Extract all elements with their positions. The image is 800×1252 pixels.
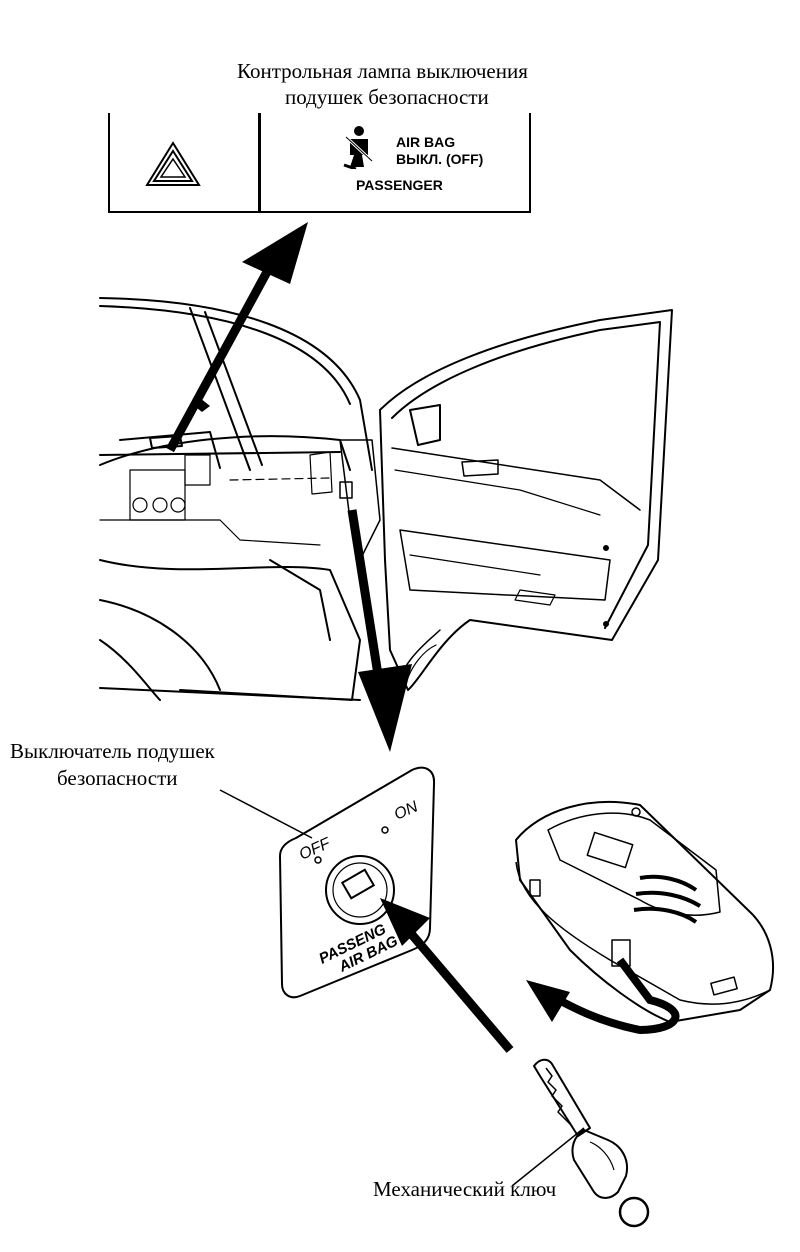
arrow-to-indicator bbox=[166, 222, 308, 453]
switch-caption-line1: Выключатель подушек bbox=[10, 739, 215, 763]
switch-on-label: ON bbox=[392, 798, 421, 823]
airbag-switch-plate bbox=[278, 766, 436, 999]
switch-leader-line bbox=[219, 789, 313, 839]
seatbelt-passenger-icon bbox=[343, 126, 374, 169]
panel-divider bbox=[258, 113, 261, 211]
indicator-caption-line1: Контрольная лампа выключения bbox=[237, 59, 528, 83]
key-caption: Механический ключ bbox=[373, 1177, 557, 1201]
airbag-off-label: ВЫКЛ. (OFF) bbox=[396, 151, 484, 167]
hazard-triangle-icon bbox=[145, 141, 201, 186]
mechanical-key bbox=[533, 1058, 650, 1228]
indicator-caption-line2: подушек безопасности bbox=[285, 85, 489, 109]
switch-caption-line2: безопасности bbox=[57, 766, 178, 790]
indicator-panel: AIR BAG ВЫКЛ. (OFF) PASSENGER bbox=[108, 113, 531, 213]
key-pullout-arrow bbox=[526, 957, 680, 1035]
open-door bbox=[379, 309, 673, 691]
roof-line bbox=[99, 297, 373, 471]
arrow-to-switch bbox=[347, 509, 412, 752]
key-leader-line bbox=[511, 1127, 585, 1187]
passenger-label: PASSENGER bbox=[356, 177, 443, 193]
smart-key-fob bbox=[515, 801, 774, 1023]
dashboard bbox=[99, 435, 351, 471]
airbag-label: AIR BAG bbox=[396, 134, 456, 150]
door-opening bbox=[99, 559, 361, 701]
arrow-key-to-switch bbox=[380, 898, 514, 1053]
